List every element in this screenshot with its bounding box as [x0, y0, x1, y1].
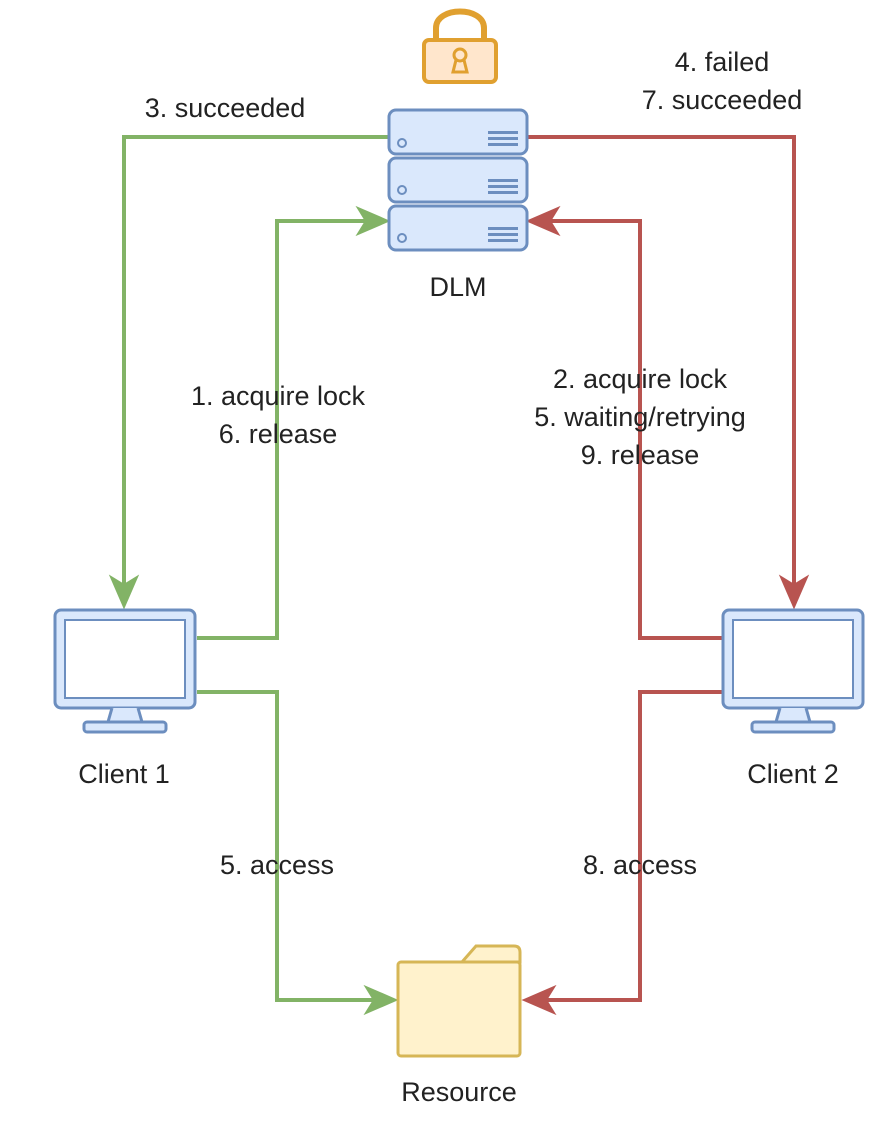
monitor-icon	[721, 608, 865, 734]
edge-label-client1-to-resource: 5. access	[197, 846, 357, 884]
edge-label-line: 9. release	[580, 440, 700, 470]
edge-label-line: 2. acquire lock	[552, 364, 728, 394]
edge-label-line: 4. failed	[674, 47, 770, 77]
monitor-icon	[53, 608, 197, 734]
edge-label-client1-to-dlm: 1. acquire lock 6. release	[168, 377, 388, 453]
edge-dlm-to-client1	[108, 135, 388, 610]
edge-label-client2-to-dlm: 2. acquire lock 5. waiting/retrying 9. r…	[510, 360, 770, 474]
padlock-icon	[422, 8, 498, 84]
node-label-client2: Client 2	[747, 759, 839, 789]
edge-label-line: 5. access	[219, 850, 335, 880]
edge-label-line: 1. acquire lock	[190, 381, 366, 411]
edge-client2-to-resource	[521, 690, 722, 1016]
edge-label-dlm-to-client1: 3. succeeded	[130, 89, 320, 127]
node-label-client1: Client 1	[78, 759, 170, 789]
edge-label-dlm-to-client2: 4. failed 7. succeeded	[612, 43, 832, 119]
node-label-resource: Resource	[401, 1077, 517, 1107]
edge-label-line: 3. succeeded	[144, 93, 306, 123]
edge-dlm-to-client2	[528, 135, 810, 610]
server-rack-icon	[387, 108, 529, 252]
edge-client1-to-resource	[197, 690, 399, 1016]
edge-client2-to-dlm	[525, 205, 722, 640]
edge-label-line: 5. waiting/retrying	[534, 402, 746, 432]
folder-icon	[396, 944, 522, 1058]
edge-label-line: 8. access	[582, 850, 698, 880]
edge-label-line: 6. release	[218, 419, 338, 449]
node-label-dlm: DLM	[429, 272, 487, 302]
edge-label-client2-to-resource: 8. access	[560, 846, 720, 884]
edge-client1-to-dlm	[197, 205, 391, 640]
edge-label-line: 7. succeeded	[641, 85, 803, 115]
